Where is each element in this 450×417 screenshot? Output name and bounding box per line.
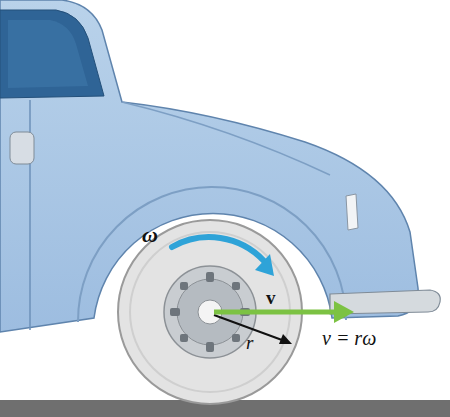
velocity-symbol: v xyxy=(266,288,276,307)
angular-velocity-symbol: ω xyxy=(142,224,158,246)
velocity-equation: v = rω xyxy=(322,328,376,348)
radius-symbol: r xyxy=(246,333,253,352)
